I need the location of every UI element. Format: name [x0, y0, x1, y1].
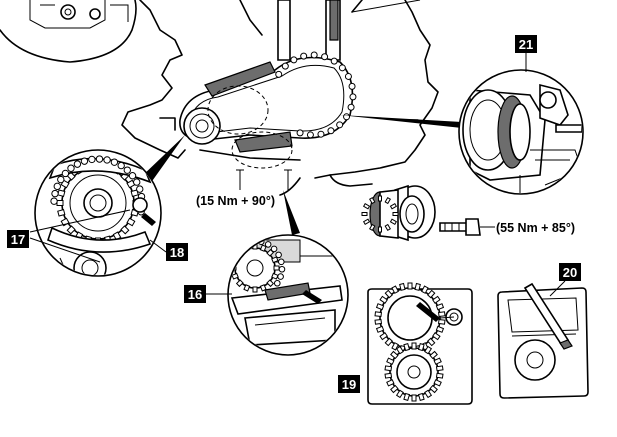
- detail-circle-left: [207, 85, 269, 135]
- detail-circle-bottom: [231, 131, 293, 169]
- inset-tensioner: [227, 234, 349, 356]
- callout-20: 20: [549, 263, 581, 297]
- svg-text:18: 18: [170, 245, 184, 260]
- callout-16: 16: [184, 285, 232, 303]
- pointer-to-inset-16: [283, 190, 300, 235]
- crankshaft-pulley: [361, 184, 436, 242]
- torque-bracket: [236, 169, 292, 190]
- callout-18: 18: [149, 239, 188, 261]
- intermediate-sprocket: [183, 107, 221, 145]
- pulley-bolt: [439, 218, 481, 236]
- torque-label-sprocket: (15 Nm + 90°): [196, 194, 275, 208]
- pointer-to-inset-21: [340, 115, 462, 128]
- inset-pulley-hub: [458, 69, 584, 195]
- callout-21: 21: [515, 35, 537, 72]
- inset-crank-sprocket: [29, 149, 162, 277]
- svg-text:19: 19: [342, 377, 356, 392]
- pointer-to-inset-17-18: [140, 135, 185, 184]
- svg-text:20: 20: [563, 265, 577, 280]
- svg-text:21: 21: [519, 37, 533, 52]
- locking-tool-plate: [497, 282, 589, 399]
- tensioner-rail: [204, 61, 293, 153]
- svg-text:16: 16: [188, 287, 202, 302]
- callout-19: 19: [338, 375, 360, 393]
- callout-17: 17: [7, 230, 29, 248]
- timing-chain-upper: [239, 0, 421, 61]
- locking-plate-gears: [367, 282, 473, 405]
- inset-top-left: [0, 0, 137, 63]
- timing-chain-loop: [179, 51, 357, 141]
- svg-text:17: 17: [11, 232, 25, 247]
- torque-label-pulley: (55 Nm + 85°): [496, 221, 575, 235]
